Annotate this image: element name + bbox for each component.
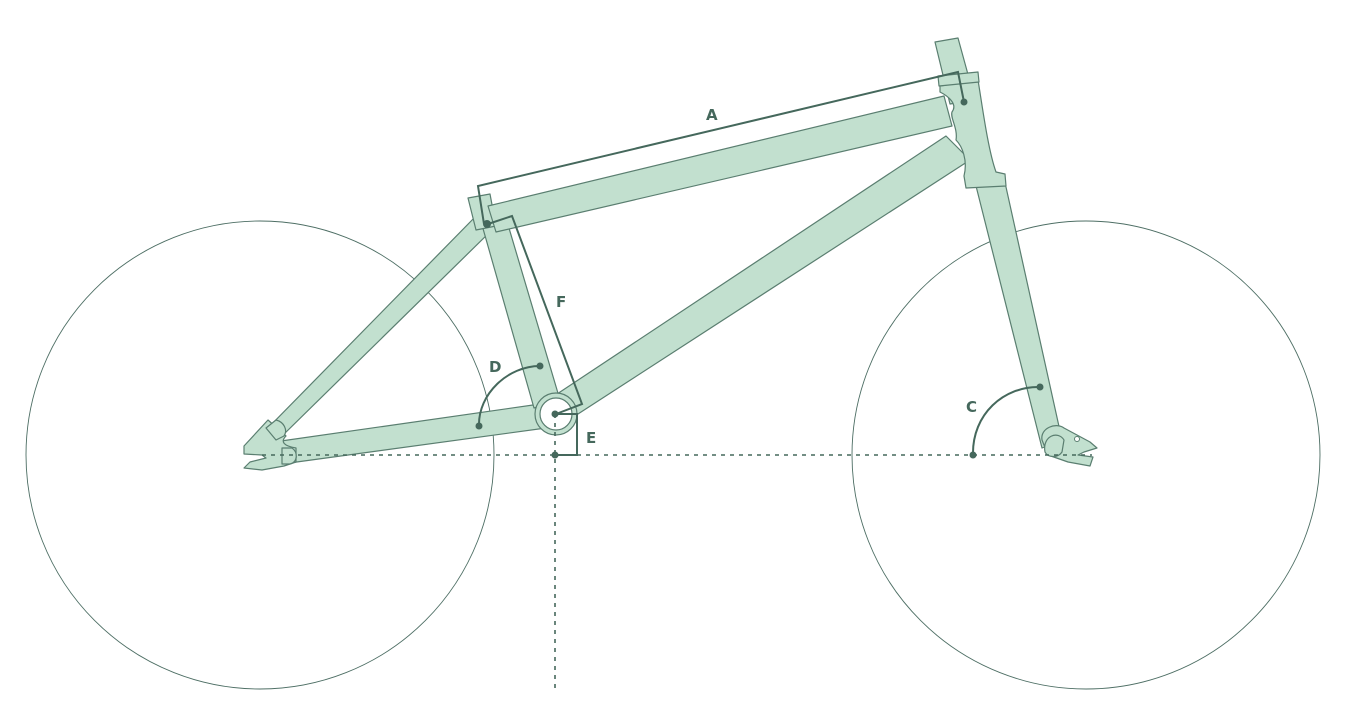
measure-f-start-dot [483,220,491,228]
measure-e-dot-bb [551,410,559,418]
label-e: E [586,429,596,447]
measure-d-dot-top [536,362,544,370]
fork-dropout-cap [1044,434,1065,458]
rear-wheel [25,220,495,690]
dropout-hole [1074,436,1080,442]
measure-f-line [487,214,584,415]
label-a: A [706,106,718,124]
measure-d-dot-bottom [475,422,483,430]
measure-c-arc [971,385,1041,456]
measure-e-dot-baseline [551,451,559,459]
rear-dropout-cap-upper [265,419,287,441]
label-d: D [489,358,501,376]
measure-d-arc [477,365,541,427]
measure-c-dot-top [1036,383,1044,391]
rear-dropout-cap-lower [281,447,297,465]
front-wheel [851,220,1321,690]
seat-stay [265,213,495,439]
head-tube [939,79,1007,189]
measure-e-line [555,413,578,456]
measure-a-line [476,70,965,225]
measure-a-end-dot [960,98,968,106]
top-tube [487,95,953,233]
fork [974,177,1063,449]
label-c: C [966,398,977,416]
label-f: F [556,293,566,311]
measure-c-dot-bottom [969,451,977,459]
